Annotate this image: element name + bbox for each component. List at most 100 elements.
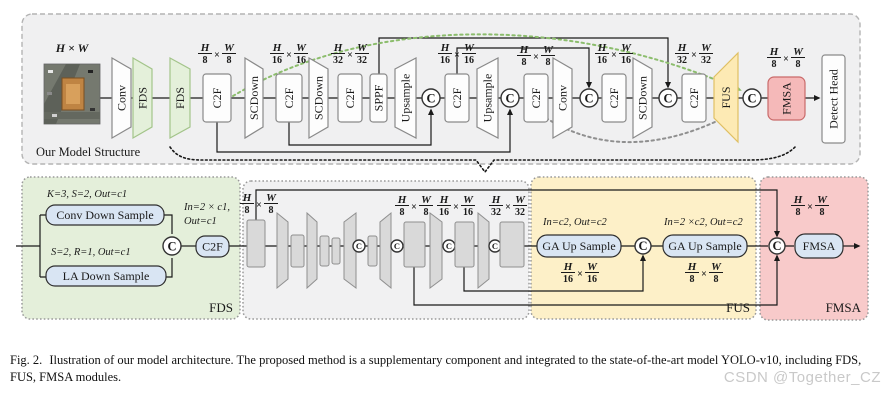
dim-numerator: W [543, 44, 554, 56]
dim-numerator: H [491, 194, 501, 206]
dim-numerator: H [440, 42, 450, 54]
times-sign: × [505, 202, 511, 213]
fds-concat-label: C [167, 240, 176, 254]
concat-label: C [747, 92, 756, 106]
neck-shape [429, 212, 443, 289]
times-sign: × [701, 269, 707, 280]
figure-caption-text: Ilustration of our model architecture. T… [10, 353, 862, 384]
pipeline-block-label: SCDown [247, 76, 261, 120]
times-sign: × [286, 50, 292, 61]
fds-box-title: FDS [209, 300, 233, 315]
fus-param-text: In=c2, Out=c2 [542, 217, 607, 228]
neck-shape [477, 211, 490, 290]
conv-down-sample-block [45, 204, 165, 226]
neck-concat-node [352, 239, 366, 253]
ga-up-sample-1 [536, 234, 622, 258]
dim-numerator: W [711, 261, 722, 273]
dim-numerator: W [464, 42, 475, 54]
pipeline-block [713, 51, 739, 144]
dim-denominator: 16 [621, 55, 631, 66]
fds-branch-lines [39, 214, 46, 278]
concat-node [500, 88, 520, 108]
pipeline-block [632, 56, 653, 140]
la-down-sample-block [45, 265, 167, 287]
dim-numerator: W [793, 46, 804, 58]
neck-concat-label: C [446, 241, 452, 251]
fds-concat-node [162, 236, 182, 256]
ga-up-sample-2-label: GA Up Sample [668, 239, 741, 253]
times-sign: × [453, 202, 459, 213]
fmsa-concat-node [768, 237, 786, 255]
dim-numerator: W [421, 194, 432, 206]
neck-shape [367, 235, 378, 267]
dim-numerator: W [296, 42, 307, 54]
dim-denominator: 32 [333, 55, 343, 66]
figure-caption-label: Fig. 2. [10, 353, 43, 367]
pipeline-block-label: C2F [343, 87, 357, 108]
conv-down-sample-block-label: Conv Down Sample [56, 208, 153, 222]
times-sign: × [256, 200, 262, 211]
pipeline-block [394, 57, 417, 139]
pipeline-block [767, 76, 806, 121]
pipeline-block-label: FUS [719, 86, 733, 108]
pipeline-block [681, 73, 707, 123]
fds-param-text: In=2 × c1, [183, 202, 230, 213]
pipeline-block-label: FMSA [780, 82, 794, 115]
pipeline-block [601, 73, 627, 123]
pipeline-block [821, 54, 846, 144]
dim-denominator: 16 [272, 55, 282, 66]
dim-numerator: W [224, 42, 235, 54]
times-sign: × [533, 52, 539, 63]
dim-denominator: 8 [522, 57, 527, 68]
pipeline-block-label: Detect Head [827, 69, 841, 129]
pipeline-block-label: C2F [607, 87, 621, 108]
pipeline-block-label: Conv [556, 85, 570, 111]
dim-denominator: 16 [563, 274, 573, 285]
pipeline-block [444, 73, 470, 123]
dim-numerator: H [397, 194, 407, 206]
pipeline-block-label: C2F [687, 87, 701, 108]
dim-numerator: H [242, 192, 252, 204]
ga-up-sample-2 [662, 234, 748, 258]
dim-numerator: H [272, 42, 282, 54]
dim-denominator: 8 [400, 207, 405, 218]
pipeline-block-label: FDS [173, 87, 187, 109]
times-sign: × [411, 202, 417, 213]
dim-denominator: 16 [464, 55, 474, 66]
dim-denominator: 8 [546, 57, 551, 68]
neck-shape [246, 219, 266, 268]
pipeline-block-label: C2F [210, 87, 224, 108]
fds-c2f-block [195, 235, 230, 258]
dim-denominator: 16 [439, 207, 449, 218]
pipeline-block [369, 73, 388, 123]
dim-numerator: H [793, 194, 803, 206]
dim-denominator: 16 [463, 207, 473, 218]
concat-node [579, 88, 599, 108]
aerial-input-image [43, 63, 101, 125]
dim-denominator: 8 [820, 207, 825, 218]
pipeline-block [202, 73, 232, 123]
neck-shape [276, 211, 289, 290]
concat-node [658, 88, 678, 108]
dim-denominator: 8 [772, 59, 777, 70]
times-sign: × [783, 54, 789, 65]
concat-label: C [426, 92, 435, 106]
neck-shape [454, 221, 475, 268]
dim-denominator: 32 [677, 55, 687, 66]
pipeline-block-label: FDS [136, 87, 150, 109]
dim-numerator: H [439, 194, 449, 206]
expansion-brace-dotted [169, 145, 797, 174]
neck-shape [403, 221, 426, 268]
csdn-watermark: CSDN @Together_CZ [723, 369, 881, 386]
panels [21, 13, 869, 321]
dim-numerator: H [597, 42, 607, 54]
